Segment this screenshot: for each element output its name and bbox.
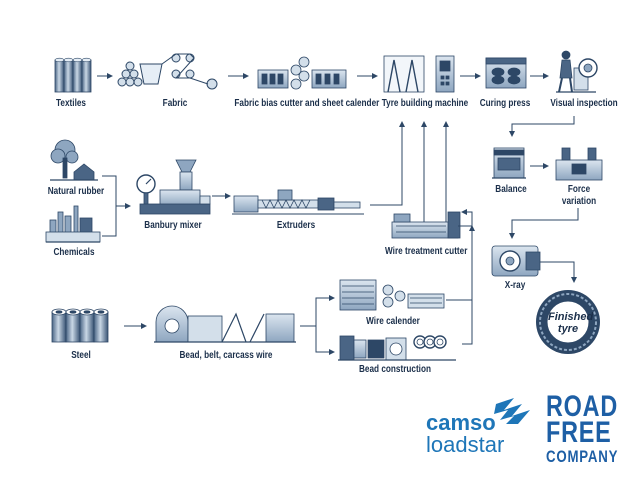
label-curing-press: Curing press bbox=[479, 98, 531, 109]
extruders-icon bbox=[232, 189, 364, 215]
label-extruders: Extruders bbox=[276, 220, 316, 231]
arrow-extruders-builder bbox=[370, 121, 405, 206]
arrow-rubber-banbury bbox=[102, 175, 117, 212]
bead-belt-carcass-wire-icon bbox=[154, 305, 296, 343]
natural-rubber-icon bbox=[50, 139, 98, 181]
arrow-chemicals-banbury bbox=[102, 212, 117, 237]
label-wire-calender: Wire calender bbox=[366, 316, 420, 327]
arrow-to-wire-calender bbox=[300, 295, 335, 327]
arrow-inspection-balance bbox=[509, 116, 575, 137]
label-wire-treatment-cutter: Wire treatment cutter bbox=[385, 246, 468, 257]
visual-inspection-icon bbox=[556, 50, 598, 93]
label-force-variation-1: Force bbox=[567, 184, 591, 195]
label-finished-tyre-line1: Finished bbox=[548, 311, 594, 323]
roadfree-logo-line1: ROAD bbox=[546, 390, 619, 423]
curing-press-icon bbox=[485, 57, 527, 89]
label-natural-rubber: Natural rubber bbox=[47, 186, 105, 197]
label-x-ray: X-ray bbox=[504, 280, 526, 291]
fabric-bias-cutter-icon bbox=[257, 56, 347, 90]
finished-tyre-icon bbox=[536, 290, 600, 354]
label-bead-construction: Bead construction bbox=[358, 364, 431, 375]
roadfree-logo-line2: FREE bbox=[546, 416, 612, 449]
label-banbury-mixer: Banbury mixer bbox=[144, 220, 202, 231]
label-bead-belt-carcass-wire: Bead, belt, carcass wire bbox=[179, 350, 273, 361]
arrow-to-bead-construction bbox=[315, 326, 335, 355]
camso-logo-line1: camso bbox=[426, 410, 496, 435]
label-fabric-bias-cutter: Fabric bias cutter and sheet calender bbox=[234, 98, 380, 109]
chemicals-icon bbox=[45, 205, 101, 243]
label-fabric: Fabric bbox=[162, 98, 188, 109]
arrow-bead-to-builder bbox=[462, 225, 475, 345]
wire-treatment-cutter-icon bbox=[391, 211, 461, 239]
banbury-mixer-icon bbox=[136, 159, 211, 215]
arrow-treatment-in bbox=[461, 209, 473, 226]
label-visual-inspection: Visual inspection bbox=[550, 98, 618, 109]
wire-calender-icon bbox=[339, 279, 445, 311]
label-finished-tyre-line2: tyre bbox=[557, 323, 579, 335]
camso-loadstar-logo-mark bbox=[494, 398, 530, 424]
label-textiles: Textiles bbox=[56, 98, 86, 109]
bead-construction-icon bbox=[338, 335, 456, 361]
force-variation-icon bbox=[555, 147, 603, 181]
camso-logo-line2: loadstar bbox=[426, 432, 505, 457]
steel-icon bbox=[51, 308, 109, 343]
balance-icon bbox=[492, 147, 526, 179]
textiles-icon bbox=[54, 57, 92, 93]
label-tyre-building-machine: Tyre building machine bbox=[381, 98, 469, 109]
label-force-variation-2: variation bbox=[561, 196, 597, 207]
label-chemicals: Chemicals bbox=[53, 247, 95, 258]
tyre-building-machine-icon bbox=[383, 55, 455, 93]
arrow-force-xray bbox=[509, 208, 579, 239]
fabric-icon bbox=[117, 53, 218, 90]
x-ray-icon bbox=[491, 245, 541, 277]
label-steel: Steel bbox=[71, 350, 91, 361]
label-balance: Balance bbox=[495, 184, 527, 195]
label-finished-tyre: Finished tyre bbox=[548, 311, 594, 335]
roadfree-logo-line3: COMPANY bbox=[546, 447, 619, 466]
arrow-xray-finished bbox=[540, 261, 577, 283]
